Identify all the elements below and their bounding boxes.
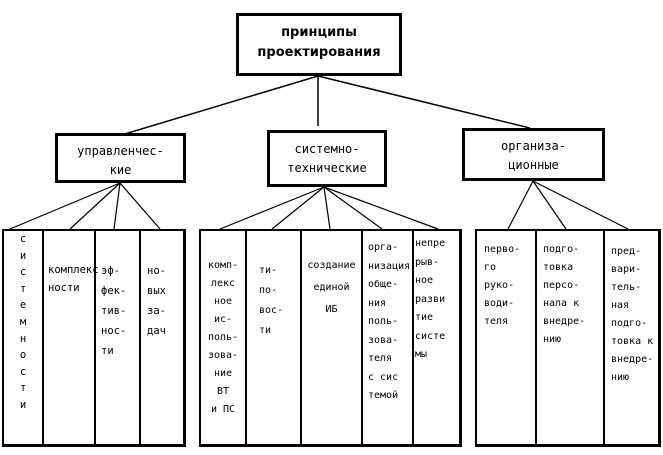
items-system-technical: комп- лекс ное ис- поль- зова- ние ВТ и … (199, 229, 462, 447)
connector-g3-1 (507, 180, 534, 230)
item-edinaya-ib: создание единой ИБ (307, 260, 356, 315)
item-divider (300, 231, 302, 444)
item-complex-use: комп- лекс ное ис- поль- зова- ние ВТ и … (207, 260, 239, 415)
group-managerial-label: управленчес- кие (77, 144, 164, 177)
connector-g2-5 (323, 186, 439, 230)
item-divider (361, 231, 363, 444)
connector-g3-3 (532, 180, 629, 230)
items-managerial: с и с т е м н о с т и комплекс ности эф-… (2, 229, 186, 447)
connector-root-right (317, 75, 531, 129)
item-divider (42, 231, 44, 444)
items-organizational: перво- го руко- води- теля подго- товка … (475, 229, 661, 447)
item-organizaciya-obscheniya: орга- низация обще- ния поль- зова- теля… (368, 242, 411, 401)
group-system-technical: системно- технические (267, 130, 387, 187)
item-kompleksnost: комплекс ности (48, 264, 99, 294)
item-divider (603, 231, 605, 444)
item-tipovost: ти- по- вос- ти (259, 265, 284, 336)
connector-g1-1 (9, 182, 121, 230)
connector-g2-1 (219, 186, 325, 230)
item-podgotovka-personala: подго- товка персо- нала к внедре- нию (543, 244, 586, 345)
group-managerial: управленчес- кие (55, 133, 186, 183)
connector-g1-2 (69, 182, 121, 230)
root-label: принципы проектирования (257, 25, 381, 61)
item-effektivnost: эф- фек- тив- нос- ти (101, 265, 127, 357)
item-pervogo-rukovoditelya: перво- го руко- води- теля (484, 244, 521, 327)
connector-g1-3 (113, 182, 121, 230)
group-organizational: организа- ционные (462, 128, 605, 181)
group-organizational-label: организа- ционные (500, 139, 567, 172)
item-novyh-zadach: но- вых за- дач (147, 265, 166, 337)
item-divider (245, 231, 247, 444)
item-divider (535, 231, 537, 444)
connector-g2-3 (323, 186, 331, 230)
connector-g3-2 (532, 180, 567, 230)
item-divider (412, 231, 414, 444)
item-systemnost: с и с т е м н о с т и (19, 233, 27, 411)
group-system-technical-label: системно- технические (287, 142, 367, 176)
root-node: принципы проектирования (236, 13, 402, 76)
item-divider (94, 231, 96, 444)
connector-g2-2 (271, 186, 325, 230)
item-divider (139, 231, 141, 444)
item-nepreryvnoe-razvitie: непре рыв- ное разви тие систе мы (415, 238, 446, 360)
connector-g1-4 (119, 182, 161, 230)
connector-g2-4 (323, 186, 383, 230)
connector-root-left (117, 75, 319, 137)
item-predvaritelnaya-podgotovka: пред- вари- тель- ная подго- товка к вне… (611, 246, 654, 383)
